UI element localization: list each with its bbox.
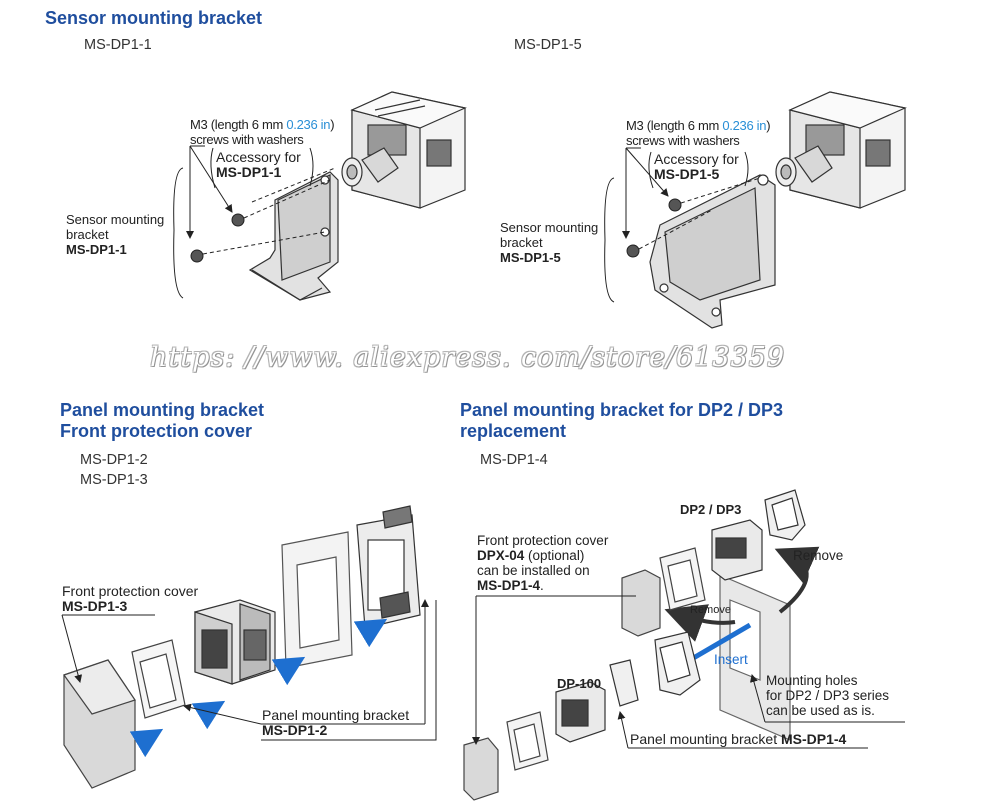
dp23-bracket-drawing xyxy=(764,489,806,541)
front-cover-bottom-drawing xyxy=(463,737,499,801)
cover-label-text-3: can be installed on xyxy=(477,563,590,578)
insert-label: Insert xyxy=(714,652,748,667)
bracket-model: MS-DP1-4 xyxy=(780,731,847,747)
cover-model: DPX-04 xyxy=(477,548,525,563)
sensor-fitting-left xyxy=(341,147,399,187)
accessory-text: Accessory for xyxy=(654,151,739,167)
holes-label-1: Mounting holes xyxy=(766,673,858,688)
screw-label-left: M3 (length 6 mm 0.236 in) screws with wa… xyxy=(190,117,335,147)
watermark: https: //www. aliexpress. com/store/6133… xyxy=(150,342,786,373)
bracket-label-left: Sensor mounting bracket MS-DP1-1 xyxy=(66,212,164,257)
holes-label-3: can be used as is. xyxy=(766,703,875,718)
holes-label-2: for DP2 / DP3 series xyxy=(766,688,890,703)
sensor-section-title: Sensor mounting bracket xyxy=(45,8,263,28)
screw-label-close: ) xyxy=(766,118,771,133)
bracket-model: MS-DP1-5 xyxy=(500,250,561,265)
dp100-label: DP-100 xyxy=(557,676,602,691)
cover-label-model-2: MS-DP1-4 xyxy=(477,578,541,593)
bezel-drawing-right xyxy=(659,547,706,611)
cover-model: MS-DP1-3 xyxy=(62,598,128,614)
front-cover-dpx04-drawing xyxy=(621,569,661,637)
cover-optional: (optional) xyxy=(524,548,585,563)
screws-right xyxy=(626,177,761,258)
bezel-drawing-bottom xyxy=(506,711,549,771)
bracket-ms-dp1-2-drawing xyxy=(356,505,421,629)
leader-lines-right xyxy=(604,147,749,303)
mounting-holes-label: Mounting holes for DP2 / DP3 series can … xyxy=(766,673,889,718)
replacement-section-title: Panel mounting bracket for DP2 / DP3 rep… xyxy=(460,400,783,442)
bracket-label-text-2: bracket xyxy=(66,227,109,242)
cover-label-ms-dp1-3: Front protection cover MS-DP1-3 xyxy=(62,584,198,614)
bracket-label-right: Sensor mounting bracket MS-DP1-5 xyxy=(500,220,598,265)
panel-section-title: Panel mounting bracket Front protection … xyxy=(60,400,264,442)
insert-arrow xyxy=(688,622,752,663)
accessory-text: Accessory for xyxy=(216,149,301,165)
bracket-label-text: Panel mounting bracket xyxy=(262,707,410,723)
screw-label-inch: 0.236 in xyxy=(286,117,331,132)
remove-arrow-left xyxy=(664,604,736,642)
panel-models: MS-DP1-2 MS-DP1-3 xyxy=(80,450,148,490)
panel-title-line-2: Front protection cover xyxy=(60,421,253,441)
bezel-drawing-left xyxy=(131,639,186,719)
dp23-label: DP2 / DP3 xyxy=(680,502,742,517)
screw-label-right: M3 (length 6 mm 0.236 in) screws with wa… xyxy=(626,118,771,148)
accessory-label-left: Accessory for MS-DP1-1 xyxy=(216,150,301,180)
screws-left xyxy=(190,167,336,263)
model-ms-dp1-2: MS-DP1-2 xyxy=(80,452,148,468)
accessory-model: MS-DP1-1 xyxy=(216,164,282,180)
model-ms-dp1-1: MS-DP1-1 xyxy=(84,37,152,53)
remove-label-top: Remove xyxy=(793,548,844,563)
leader-lines-replacement xyxy=(472,595,905,749)
bracket-label-text: Sensor mounting xyxy=(66,212,165,227)
accessory-label-right: Accessory for MS-DP1-5 xyxy=(654,152,739,182)
screw-label-inch: 0.236 in xyxy=(722,118,767,133)
screw-label-text: M3 (length 6 mm xyxy=(190,117,287,132)
bracket-model: MS-DP1-1 xyxy=(66,242,127,257)
replacement-title-line-1: Panel mounting bracket for DP2 / DP3 xyxy=(460,400,784,420)
panel-title-line-1: Panel mounting bracket xyxy=(60,400,265,420)
leader-lines-panel xyxy=(61,599,437,741)
model-ms-dp1-3: MS-DP1-3 xyxy=(80,472,148,488)
bracket-label-ms-dp1-4: Panel mounting bracket MS-DP1-4 xyxy=(630,732,846,747)
screw-label-washers: screws with washers xyxy=(190,132,304,147)
replacement-title-line-2: replacement xyxy=(460,421,567,441)
bracket-label-ms-dp1-2: Panel mounting bracket MS-DP1-2 xyxy=(262,708,409,738)
remove-arrow-top xyxy=(774,546,820,614)
dp23-unit-drawing xyxy=(711,519,763,581)
screw-label-close: ) xyxy=(330,117,335,132)
bracket-model: MS-DP1-2 xyxy=(262,722,328,738)
bracket-ms-dp1-4-drawing xyxy=(609,631,701,707)
sensor-cube-left xyxy=(350,91,467,209)
dp100-unit-left xyxy=(194,599,276,685)
leader-lines-left xyxy=(173,145,314,299)
bracket-label-text-2: bracket xyxy=(500,235,543,250)
accessory-model: MS-DP1-5 xyxy=(654,166,720,182)
screw-label-text: M3 (length 6 mm xyxy=(626,118,723,133)
sensor-cube-right xyxy=(788,91,907,209)
front-cover-ms-dp1-3-drawing xyxy=(63,659,136,789)
bracket-label-text: Panel mounting bracket xyxy=(630,731,781,747)
cover-label-text: Front protection cover xyxy=(62,583,199,599)
model-ms-dp1-4: MS-DP1-4 xyxy=(480,452,548,468)
panel-frame-drawing xyxy=(281,531,353,669)
sensor-fitting-right xyxy=(775,145,833,187)
panel-board-drawing xyxy=(719,574,791,741)
screw-label-washers: screws with washers xyxy=(626,133,740,148)
dp100-unit-right xyxy=(555,681,606,743)
remove-label-left: Remove xyxy=(690,604,731,616)
bracket-label-text: Sensor mounting xyxy=(500,220,599,235)
bracket-ms-dp1-5-drawing xyxy=(649,174,776,329)
blue-arrows-left xyxy=(129,618,388,758)
cover-label-text: Front protection cover xyxy=(477,533,609,548)
bracket-ms-dp1-1-drawing xyxy=(248,171,339,301)
model-ms-dp1-5: MS-DP1-5 xyxy=(514,37,582,53)
cover-label-dpx04: Front protection cover DPX-04 (optional)… xyxy=(477,533,609,593)
